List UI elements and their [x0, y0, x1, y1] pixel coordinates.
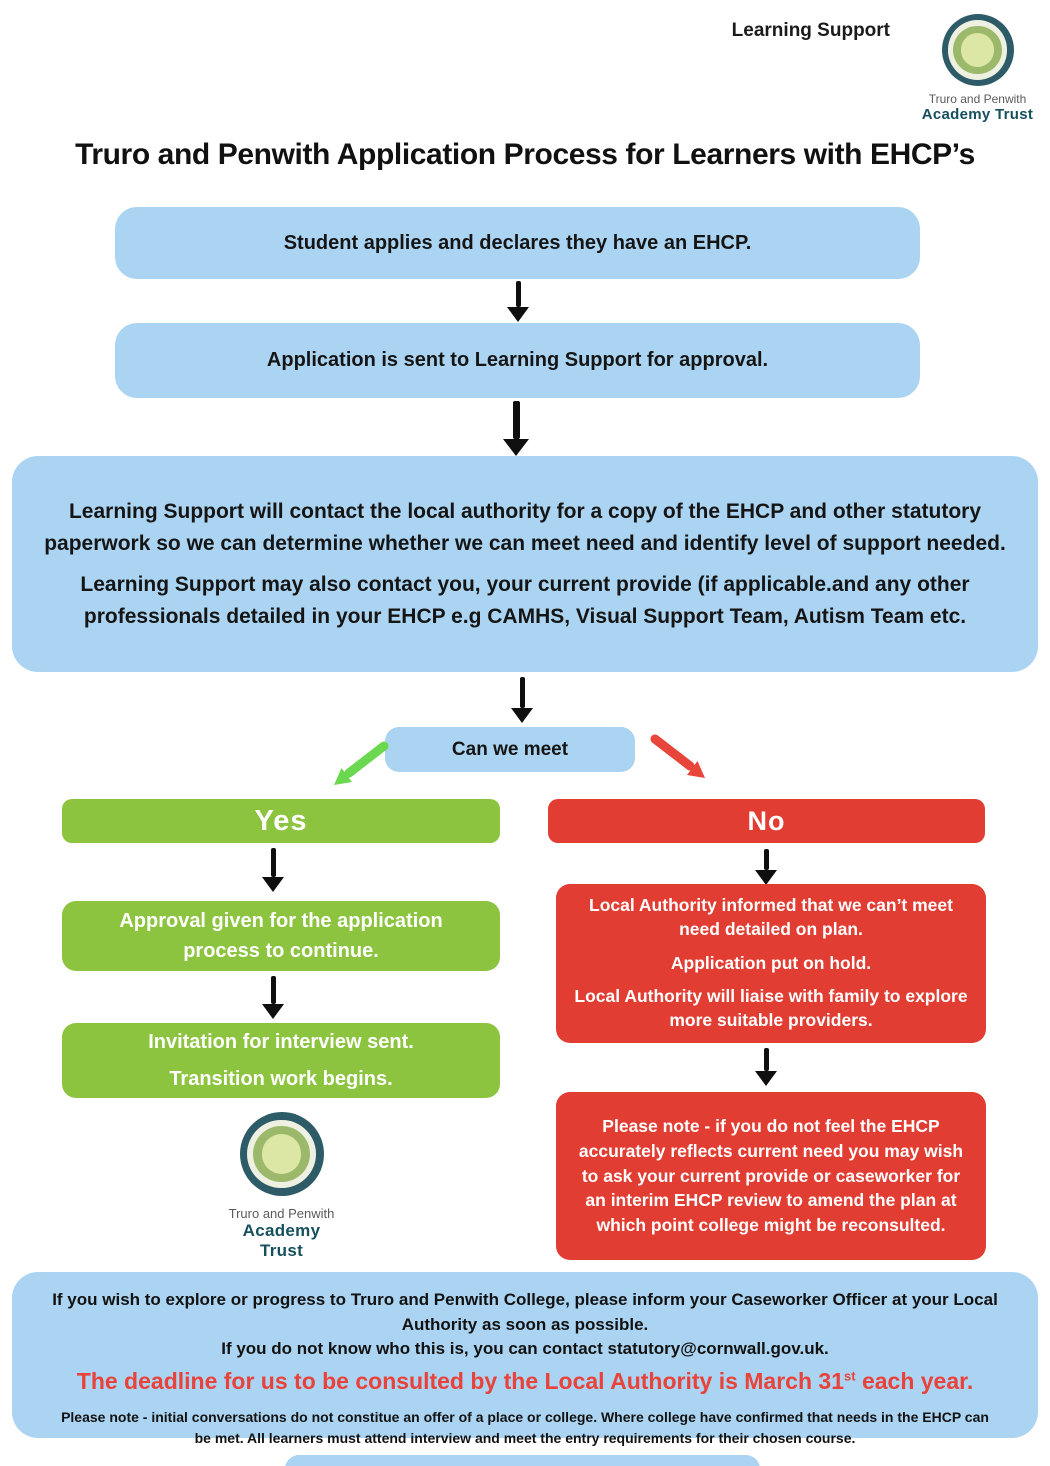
logo-name-text: Truro and Penwith	[228, 1206, 335, 1221]
no-informed-line-2: Application put on hold.	[670, 952, 872, 973]
contact-authority-paragraph-1: Learning Support will contact the local …	[44, 500, 1006, 555]
academy-trust-logo-icon	[941, 14, 1014, 86]
page-title: Truro and Penwith Application Process fo…	[75, 138, 975, 171]
footer-info-box: If you wish to explore or progress to Tr…	[12, 1272, 1038, 1446]
deadline-pre: The deadline for us to be consulted by t…	[76, 1368, 844, 1395]
yes-step-interview: Invitation for interview sent. Transitio…	[62, 1023, 500, 1098]
learning-support-label: Learning Support	[731, 20, 890, 41]
logo-trust-text: Academy Trust	[242, 1221, 321, 1260]
no-step-please-note: Please note - if you do not feel the EHC…	[556, 1092, 986, 1260]
decision-can-we-meet: Can we meet	[385, 727, 635, 772]
no-arrow-2	[752, 1048, 780, 1086]
no-informed-line-1: Local Authority informed that we can’t m…	[589, 895, 953, 940]
no-informed-line-3: Local Authority will liaise with family …	[574, 986, 968, 1030]
flow-step-contact-authority: Learning Support will contact the local …	[12, 456, 1038, 672]
academy-trust-logo-bottom: Truro and Penwith Academy Trust	[219, 1112, 344, 1261]
deadline-post: each year.	[855, 1368, 974, 1395]
yes-interview-line-2: Transition work begins.	[169, 1067, 393, 1090]
footer-small-print: Please note - initial conversations do n…	[61, 1409, 989, 1446]
footer-deadline: The deadline for us to be consulted by t…	[77, 1368, 973, 1395]
no-branch-arrow-icon	[650, 734, 705, 778]
flow-step-sent-for-approval: Application is sent to Learning Support …	[115, 323, 920, 398]
yes-branch-arrow-icon	[334, 741, 389, 785]
flow-step-apply: Student applies and declares they have a…	[115, 207, 920, 279]
yes-header: Yes	[62, 799, 500, 843]
flow-arrow-1	[504, 281, 532, 322]
deadline-ordinal: st	[844, 1368, 856, 1384]
academy-trust-logo-top: Truro and Penwith Academy Trust	[915, 14, 1040, 123]
yes-interview-line-1: Invitation for interview sent.	[148, 1030, 414, 1053]
contact-authority-paragraph-2: Learning Support may also contact you, y…	[80, 573, 970, 628]
logo-trust-text: Academy Trust	[921, 106, 1034, 123]
academy-trust-logo-icon	[239, 1112, 324, 1196]
flow-arrow-2	[502, 401, 530, 456]
no-header: No	[548, 799, 985, 843]
flow-arrow-3	[508, 677, 536, 723]
bottom-partial-box	[285, 1455, 760, 1466]
no-step-informed: Local Authority informed that we can’t m…	[556, 884, 986, 1043]
logo-name-text: Truro and Penwith	[928, 92, 1027, 106]
yes-arrow-2	[259, 976, 287, 1019]
footer-inform-caseworker: If you wish to explore or progress to Tr…	[52, 1290, 998, 1334]
yes-arrow-1	[259, 848, 287, 892]
yes-step-approval: Approval given for the application proce…	[62, 901, 500, 971]
no-arrow-1	[752, 849, 780, 885]
footer-contact-email: If you do not know who this is, you can …	[221, 1339, 829, 1359]
